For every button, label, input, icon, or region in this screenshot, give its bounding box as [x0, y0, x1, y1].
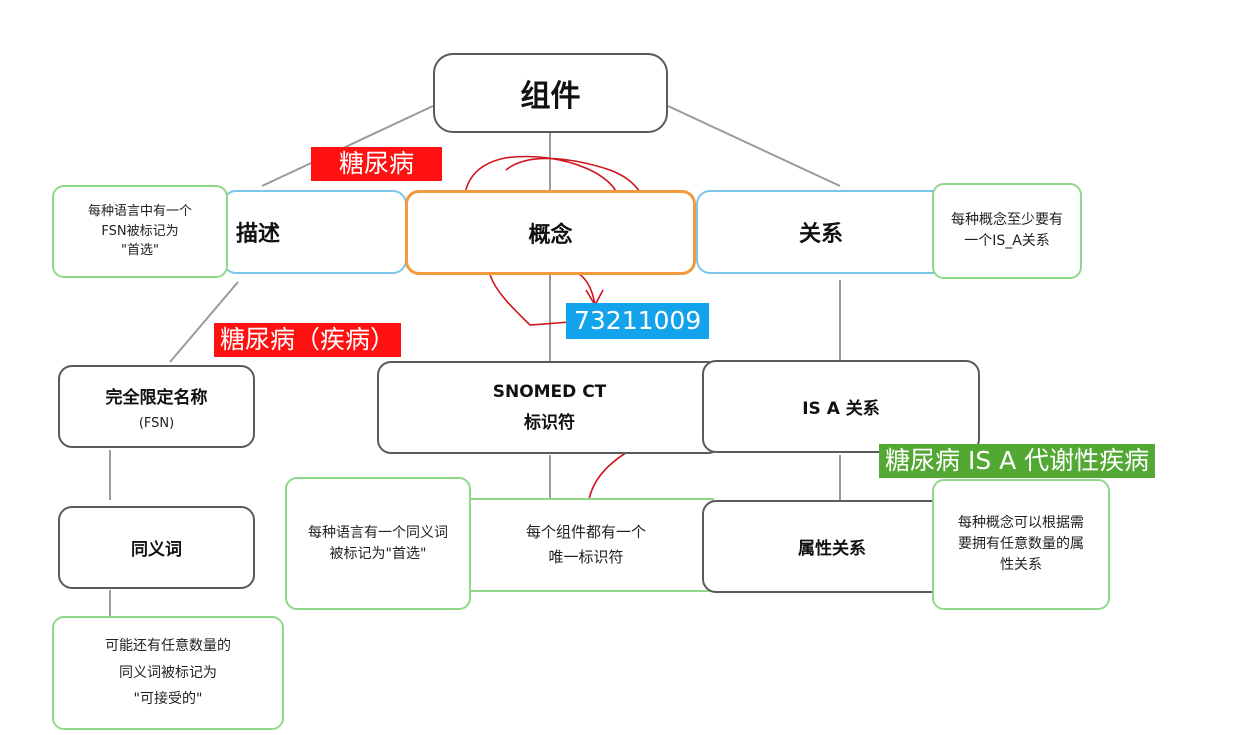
preferred-synonym-note: 每种语言有一个同义词 被标记为"首选" [285, 477, 471, 610]
description-node: 描述 [222, 190, 407, 274]
preferred-note-line: 每种语言有一个同义词 [308, 524, 448, 541]
concept-title: 概念 [528, 222, 573, 248]
description-note-line: "首选" [121, 243, 159, 259]
synonym-note-line: 可能还有任意数量的 [105, 638, 231, 655]
edge-root-relationship [667, 105, 841, 187]
relationship-title: 关系 [798, 222, 843, 247]
fsn-term-label: 糖尿病（疾病） [214, 323, 402, 357]
concept-node: 概念 [405, 190, 696, 275]
sctid-title-line1: SNOMED CT [492, 382, 607, 402]
attribute-note-line: 每种概念可以根据需 [958, 515, 1084, 531]
edge-root-description [261, 105, 434, 187]
identifier-note-line: 每个组件都有一个 [525, 522, 646, 541]
component-node: 组件 [433, 53, 668, 133]
description-note-line: FSN被标记为 [101, 223, 179, 239]
identifier-note: 每个组件都有一个 唯一标识符 [458, 498, 714, 592]
isa-node: IS A 关系 [702, 360, 980, 453]
synonym-title: 同义词 [131, 540, 182, 560]
isa-title: IS A 关系 [802, 399, 880, 419]
relationship-note-line: 每种概念至少要有 [951, 212, 1063, 228]
synonym-note-line: "可接受的" [133, 691, 203, 708]
relationship-note-line: 一个IS_A关系 [964, 233, 1050, 249]
attribute-title: 属性关系 [798, 539, 866, 559]
synonym-note: 可能还有任意数量的 同义词被标记为 "可接受的" [52, 616, 284, 730]
attribute-note-line: 要拥有任意数量的属 [958, 536, 1084, 552]
edge-description-fsn [169, 281, 239, 363]
attribute-note-line: 性关系 [1000, 557, 1042, 573]
sctid-node: SNOMED CT 标识符 [377, 361, 722, 454]
description-note-line: 每种语言中有一个 [87, 204, 192, 220]
fsn-title: 完全限定名称 [105, 387, 208, 408]
synonym-note-line: 同义词被标记为 [119, 664, 217, 681]
attribute-node: 属性关系 [702, 500, 962, 593]
description-title: 描述 [236, 222, 281, 247]
isa-example-label: 糖尿病 IS A 代谢性疾病 [879, 444, 1156, 478]
description-note: 每种语言中有一个 FSN被标记为 "首选" [52, 185, 228, 278]
term-label: 糖尿病 [311, 147, 442, 181]
synonym-node: 同义词 [58, 506, 255, 589]
attribute-note: 每种概念可以根据需 要拥有任意数量的属 性关系 [932, 479, 1110, 610]
relationship-note: 每种概念至少要有 一个IS_A关系 [932, 183, 1082, 279]
identifier-note-line: 唯一标识符 [548, 548, 624, 566]
sctid-title-line2: 标识符 [524, 413, 575, 433]
component-title: 组件 [520, 79, 581, 114]
concept-id-label: 73211009 [566, 303, 710, 339]
fsn-subtitle: (FSN) [138, 415, 175, 431]
fsn-node: 完全限定名称 (FSN) [58, 365, 255, 448]
relationship-node: 关系 [696, 190, 946, 274]
preferred-note-line: 被标记为"首选" [329, 545, 427, 562]
